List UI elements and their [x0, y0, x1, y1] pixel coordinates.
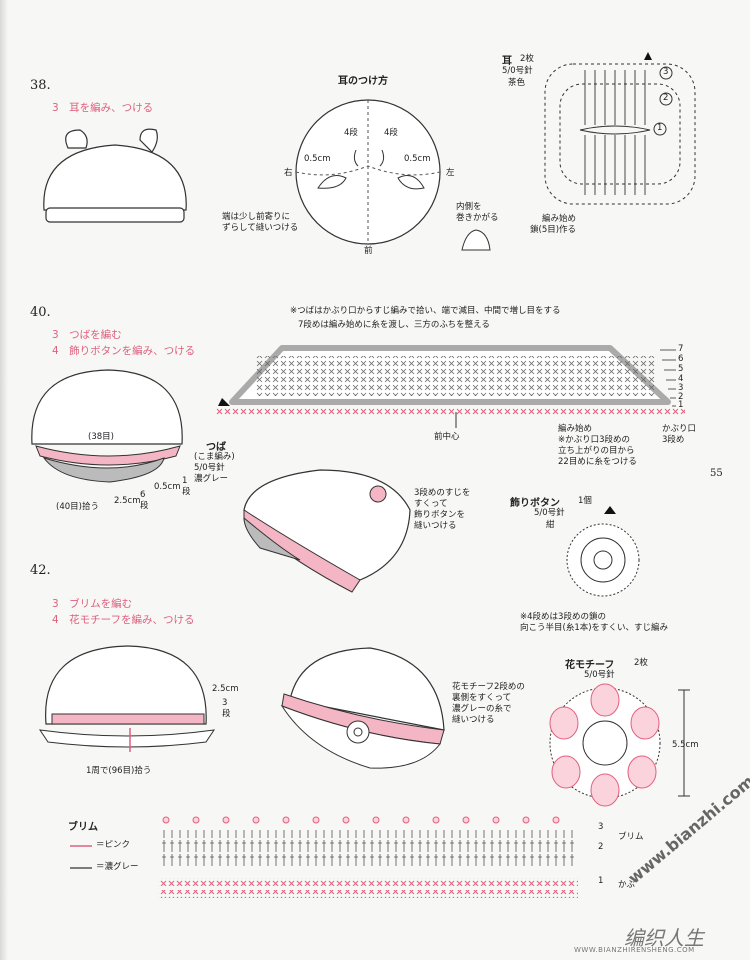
section-number: 42.	[30, 563, 51, 578]
brim-dan-42: 3段	[222, 698, 231, 719]
brim-42-row: 3	[598, 822, 604, 832]
brim-row-label: 7	[678, 344, 684, 354]
page-gutter	[0, 0, 8, 960]
ear-attach-note: 端は少し前寄りに ずらして縫いつける	[222, 212, 299, 233]
front-center-label: 前中心	[434, 432, 460, 442]
hat-42-drawings	[38, 645, 445, 769]
label-right: 右	[284, 168, 293, 178]
brim-note-2: 7段めは編み始めに糸を渡し、三方のふちを整える	[298, 320, 490, 330]
footer-url: WWW.BIANZHIRENSHENG.COM	[574, 946, 695, 954]
ear-count: 2枚	[520, 54, 534, 64]
section-step: 4 飾りボタンを編み、つける	[52, 345, 196, 357]
section-step: 3 ブリムを編む	[52, 598, 133, 610]
section-number: 40.	[30, 305, 51, 320]
label-front: 前	[364, 246, 373, 256]
section-step: 3 つばを編む	[52, 329, 122, 341]
brim-label: ブリム	[618, 832, 644, 842]
brim-row-label: 2	[678, 392, 684, 402]
flower-count: 2枚	[634, 658, 648, 668]
brim-42-row: 2	[598, 842, 604, 852]
flower-needle: 5/0号針	[584, 670, 615, 680]
ear-chart-title: 耳	[502, 56, 512, 67]
button-color: 紺	[546, 520, 555, 530]
brim-row-label: 4	[678, 374, 684, 384]
brim-row-label: 3	[678, 383, 684, 393]
legend-gray: ＝濃グレー	[96, 862, 139, 872]
ear-needle: 5/0号針	[502, 66, 533, 76]
legend-pink: ＝ピンク	[96, 840, 131, 850]
motif-attach-note: 花モチーフ2段めの 裏側をすくって 濃グレーの糸で 縫いつける	[452, 682, 525, 725]
footer-brand: 编织人生	[624, 926, 704, 950]
ear-row-label: 2	[663, 93, 669, 103]
brim-start-note: 編み始め ※かぶり口3段めの 立ち上がりの目から 22目めに糸をつける	[558, 424, 637, 467]
size-right: 0.5cm	[404, 154, 431, 164]
ear-attach-diagram	[295, 99, 491, 251]
brim-note-1: ※つばはかぶり口からすじ編みで拾い、端で減目、中間で増し目をする	[290, 306, 561, 316]
button-note: ※4段めは3段めの鎖の 向こう半目(糸1本)をすくい、すじ編み	[520, 612, 669, 633]
ear-row-label: 3	[663, 67, 669, 77]
brim-row-label: 6	[678, 354, 684, 364]
brim-width: 2.5cm	[114, 496, 141, 506]
brim-row-label: 5	[678, 364, 684, 374]
hat-40-drawings	[31, 369, 411, 593]
flower-title: 花モチーフ	[565, 660, 615, 671]
stitch-count: (38目)	[88, 432, 114, 442]
curl-note: 内側を 巻きかがる	[456, 202, 499, 223]
section-step: 3 耳を編み、つける	[52, 102, 154, 114]
ear-attach-title: 耳のつけ方	[338, 76, 388, 87]
brim-side: 0.5cm	[154, 482, 181, 492]
tsuba-spec: (こま編み) 5/0号針 濃グレー	[194, 452, 235, 484]
flower-size: 5.5cm	[672, 740, 699, 750]
page-number: 55	[710, 468, 723, 479]
dan-left: 4段	[344, 128, 358, 138]
button-attach-note: 3段めのすじを すくって 飾りボタンを 縫いつける	[414, 488, 471, 531]
button-needle: 5/0号針	[534, 508, 565, 518]
button-motif	[566, 506, 640, 597]
ear-color: 茶色	[508, 78, 526, 88]
size-left: 0.5cm	[304, 154, 331, 164]
brim-chart-40	[215, 345, 685, 428]
ear-row-label: 1	[657, 123, 663, 133]
section-step: 4 花モチーフを編み、つける	[52, 614, 195, 626]
pick-label: (40目)拾う	[56, 502, 99, 512]
bear-hat-drawing	[43, 128, 187, 223]
brim-42-title: ブリム	[68, 822, 98, 833]
brim-side-dan: 1段	[182, 476, 191, 497]
ear-chart	[544, 52, 696, 205]
label-left: 左	[446, 168, 455, 178]
brim-height: 2.5cm	[212, 684, 239, 694]
tsuba-title: つば	[206, 442, 226, 453]
pick-label-42: 1周で(96目)拾う	[86, 766, 152, 776]
ear-start-note: 編み始め 鎖(5目)作る	[530, 214, 577, 235]
button-title: 飾りボタン	[510, 498, 560, 509]
kaburi-label: かぶり口 3段め	[662, 424, 697, 445]
section-number: 38.	[30, 78, 51, 93]
brim-dan: 6段	[140, 490, 149, 511]
brim-chart-42	[70, 816, 578, 898]
flower-motif	[549, 683, 690, 807]
kaburi-label-42: かぶ	[618, 880, 636, 890]
brim-42-row: 1	[598, 876, 604, 886]
brim-row-label: 1	[678, 400, 684, 410]
dan-right: 4段	[384, 128, 398, 138]
button-count: 1個	[578, 496, 592, 506]
